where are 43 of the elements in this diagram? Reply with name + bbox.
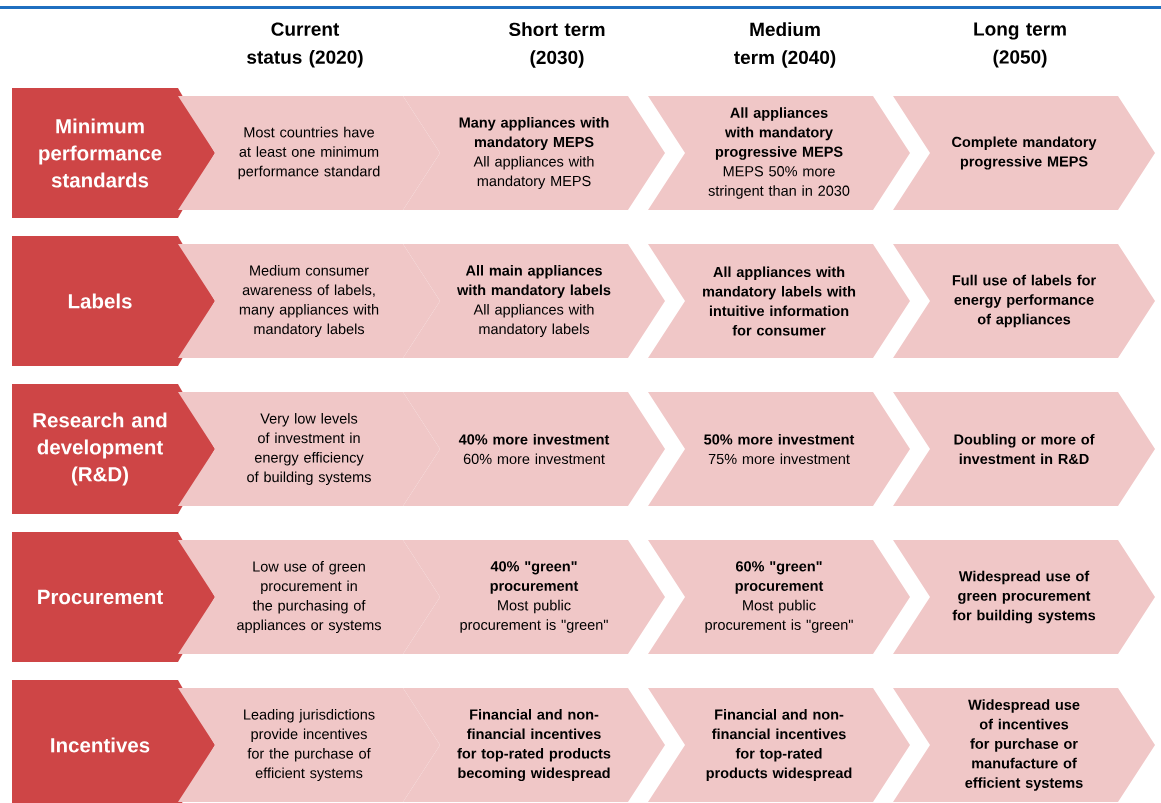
milestone-band: Financial and non-financial incentives for top-rated products becoming widespread [403,688,665,802]
milestone-band: Complete mandatory progressive MEPS [893,96,1155,210]
node-label: 40% "green" procurement [490,561,579,594]
milestone-band: 50% more investment 75% more investment [648,392,910,506]
milestone-band: Doubling or more of investment in R&D [893,392,1155,506]
milestone-band: All appliances with mandatory labels with intuitive information for consumer [648,244,910,358]
milestone-band: 40% "green" procurement Most public procurement is "green" [403,540,665,654]
node-label: Most public procurement is "green" [460,599,608,633]
milestone-band: All main appliances with mandatory labels All appliances with mandatory labels [403,244,665,358]
node-label: All main appliances with mandatory labels [457,264,611,299]
row-heading-band: Labels [12,236,215,366]
node-label: Financial and non-financial incentives for top-rated products becoming widespread [457,708,611,782]
milestone-band: Medium consumer awareness of labels, many appliances with mandatory labels [178,244,440,358]
milestone-band: Most countries have at least one minimum performance standard [178,96,440,210]
milestone-band: Full use of labels for energy performance of appliances [893,244,1155,358]
node-label: All appliances with mandatory labels [473,303,594,338]
column-header: Current status (2020) [247,22,363,68]
milestone-band: Very low levels of investment in energy efficiency of building systems [178,392,440,506]
node-label: Very low levels of investment in energy efficiency of building systems [247,413,371,486]
milestone-band: Leading jurisdictions provide incentives for the purchase of efficient systems [178,688,440,802]
milestone-band: Many appliances with mandatory MEPS All appliances with mandatory MEPS [403,96,665,210]
milestone-band: 60% "green" procurement Most public procurement is "green" [648,540,910,654]
node-label: Leading jurisdictions provide incentives for the purchase of efficient systems [244,709,375,782]
row-heading-band: Procurement [12,532,215,662]
row-heading-band: Incentives [12,680,215,803]
row-heading-band: Research and development (R&D) [12,384,215,514]
node-label: All appliances with mandatory MEPS [473,155,594,190]
milestone-band: Low use of green procurement in the purchasing of appliances or systems [178,540,440,654]
column-header: Short term (2030) [509,22,605,68]
milestone-band: Financial and non-financial incentives for top-rated products widespread [648,688,910,802]
milestone-band: All appliances with mandatory progressive MEPS MEPS 50% more stringent than in 2030 [648,96,910,210]
node-label: 40% more investment [458,433,610,445]
column-header: Long term (2050) [974,22,1066,68]
node-label: Low use of green procurement in the purchasing of appliances or systems [237,561,381,634]
milestone-band: Widespread use of incentives for purchase or manufacture of efficient systems [893,688,1155,802]
column-header: Medium term (2040) [734,22,836,68]
node-label: Most countries have at least one minimum performance standard [238,126,380,180]
row-heading-band: Minimum performance standards [12,88,215,218]
node-label: Medium consumer awareness of labels, many appliances with mandatory labels [239,264,379,338]
node-label: 60% more investment [463,453,605,465]
node-label: Many appliances with mandatory MEPS [459,116,609,151]
milestone-band: 40% more investment 60% more investment [403,392,665,506]
milestone-band: Widespread use of green procurement for building systems [893,540,1155,654]
